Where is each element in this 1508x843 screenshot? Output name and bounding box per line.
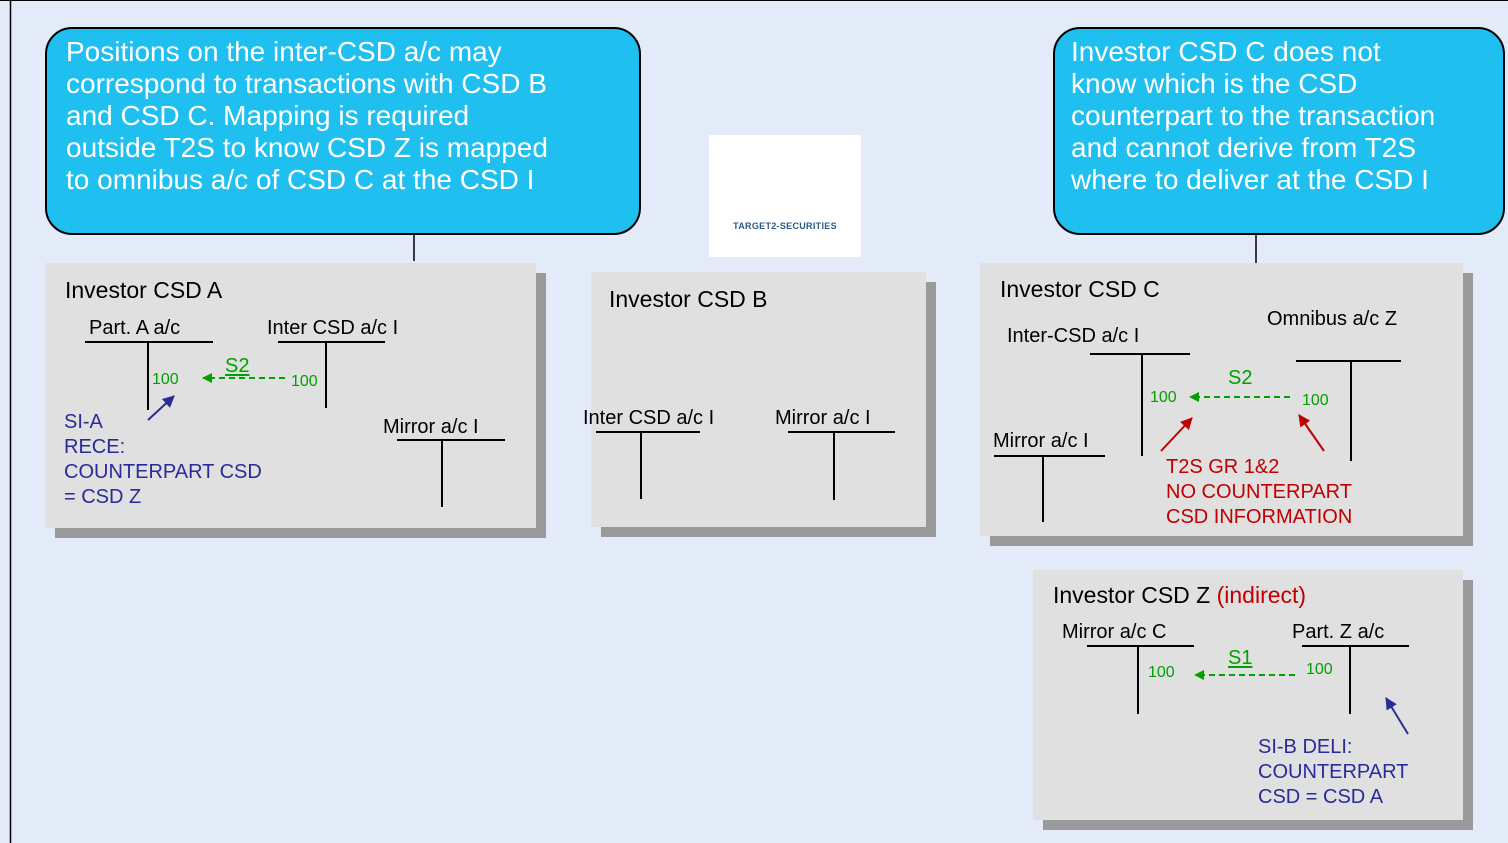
box-a-si-a-arrow [147,395,175,421]
box-c-amount-right: 100 [1302,392,1329,409]
box-z-title: Investor CSD Z (indirect) [1053,584,1306,607]
box-c-note: T2S GR 1&2 NO COUNTERPART CSD INFORMATIO… [1166,456,1353,528]
box-z-account-2-label: Part. Z a/c [1292,621,1385,643]
box-c-account-2-label: Omnibus a/c Z [1267,308,1398,330]
box-c-account-1-label: Inter-CSD a/c I [1007,325,1140,347]
logo-subtitle: TARGET2-SECURITIES [733,221,837,231]
box-a-account-2-label: Inter CSD a/c I [267,317,399,339]
box-c-amount-left: 100 [1150,389,1177,406]
box-b-title: Investor CSD B [609,286,768,312]
t2s-logo: TARGET2-SECURITIES [709,135,861,257]
box-b-account-2-label: Mirror a/c I [775,407,871,429]
box-z-note: SI-B DELI: COUNTERPART CSD = CSD A [1258,736,1409,808]
box-c-account-3-label: Mirror a/c I [993,430,1089,452]
box-c-title: Investor CSD C [1000,276,1160,302]
box-z [1033,570,1463,820]
box-z-step-label: S1 [1228,647,1253,669]
box-c-red-arrow-left [1160,417,1193,452]
box-a-title: Investor CSD A [65,277,223,303]
box-a-amount-left: 100 [152,371,179,388]
box-z-amount-left: 100 [1148,664,1175,681]
box-a-step-label: S2 [225,355,250,377]
box-c [980,263,1463,536]
box-z-title-suffix: (indirect) [1216,582,1307,608]
box-z-title-main: Investor CSD Z [1053,582,1211,608]
callout-left-text: Positions on the inter-CSD a/c may corre… [66,36,548,195]
box-a-account-3-label: Mirror a/c I [383,416,479,438]
box-z-si-b-arrow [1385,697,1409,735]
callout-left-shape [45,27,641,235]
callout-right-shape [1053,27,1505,235]
box-b [591,272,926,527]
box-a-note: SI-A RECE: COUNTERPART CSD = CSD Z [64,411,262,508]
box-b-account-1-label: Inter CSD a/c I [583,407,715,429]
box-z-account-1-label: Mirror a/c C [1062,621,1167,643]
callout-right-text: Investor CSD C does not know which is th… [1071,36,1436,195]
box-a-account-1-label: Part. A a/c [89,317,181,339]
box-a [45,263,536,528]
box-a-amount-right: 100 [291,373,318,390]
box-z-amount-right: 100 [1306,661,1333,678]
box-c-step-label: S2 [1228,367,1253,389]
box-c-red-arrow-right [1298,414,1325,452]
